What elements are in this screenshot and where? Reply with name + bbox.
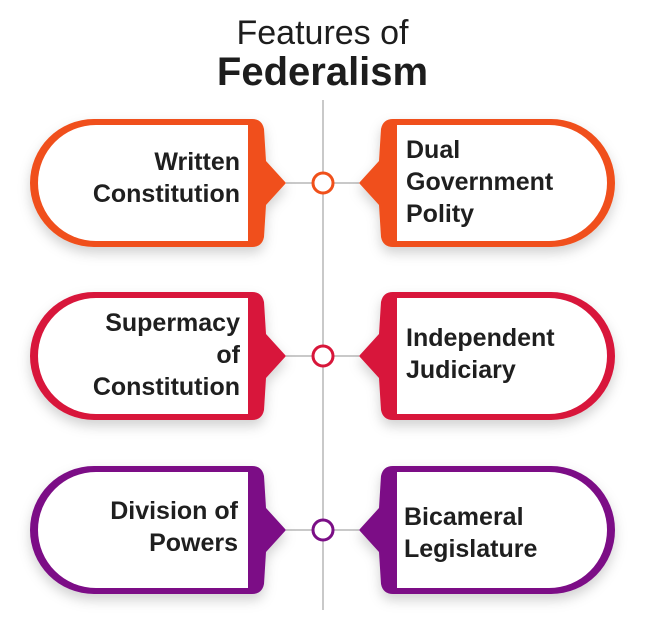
card-supremacy-of-constitution-inner — [38, 298, 248, 414]
card-independent-judiciary-inner — [397, 298, 607, 414]
card-bicameral-legislature-inner — [397, 472, 607, 588]
connector-node-circle — [311, 171, 335, 195]
feature-label-supremacy-of-constitution: Supermacy of Constitution — [92, 309, 240, 401]
card-written-constitution-inner — [38, 125, 248, 241]
feature-label-division-of-powers: Division of Powers — [110, 497, 238, 557]
card-dual-government-polity-inner — [397, 125, 607, 241]
title-line-1: Features of — [236, 14, 409, 52]
title-line-2: Federalism — [216, 50, 429, 94]
feature-label-written-constitution: Written Constitution — [92, 148, 240, 208]
connector-node-circle — [311, 518, 335, 542]
feature-label-independent-judiciary: Independent Judiciary — [406, 324, 555, 384]
feature-label-bicameral-legislature: Bicameral Legislature — [404, 503, 538, 563]
feature-label-dual-government-polity: Dual Government Polity — [406, 136, 554, 228]
card-division-of-powers-inner — [38, 472, 248, 588]
connector-node-circle — [311, 344, 335, 368]
